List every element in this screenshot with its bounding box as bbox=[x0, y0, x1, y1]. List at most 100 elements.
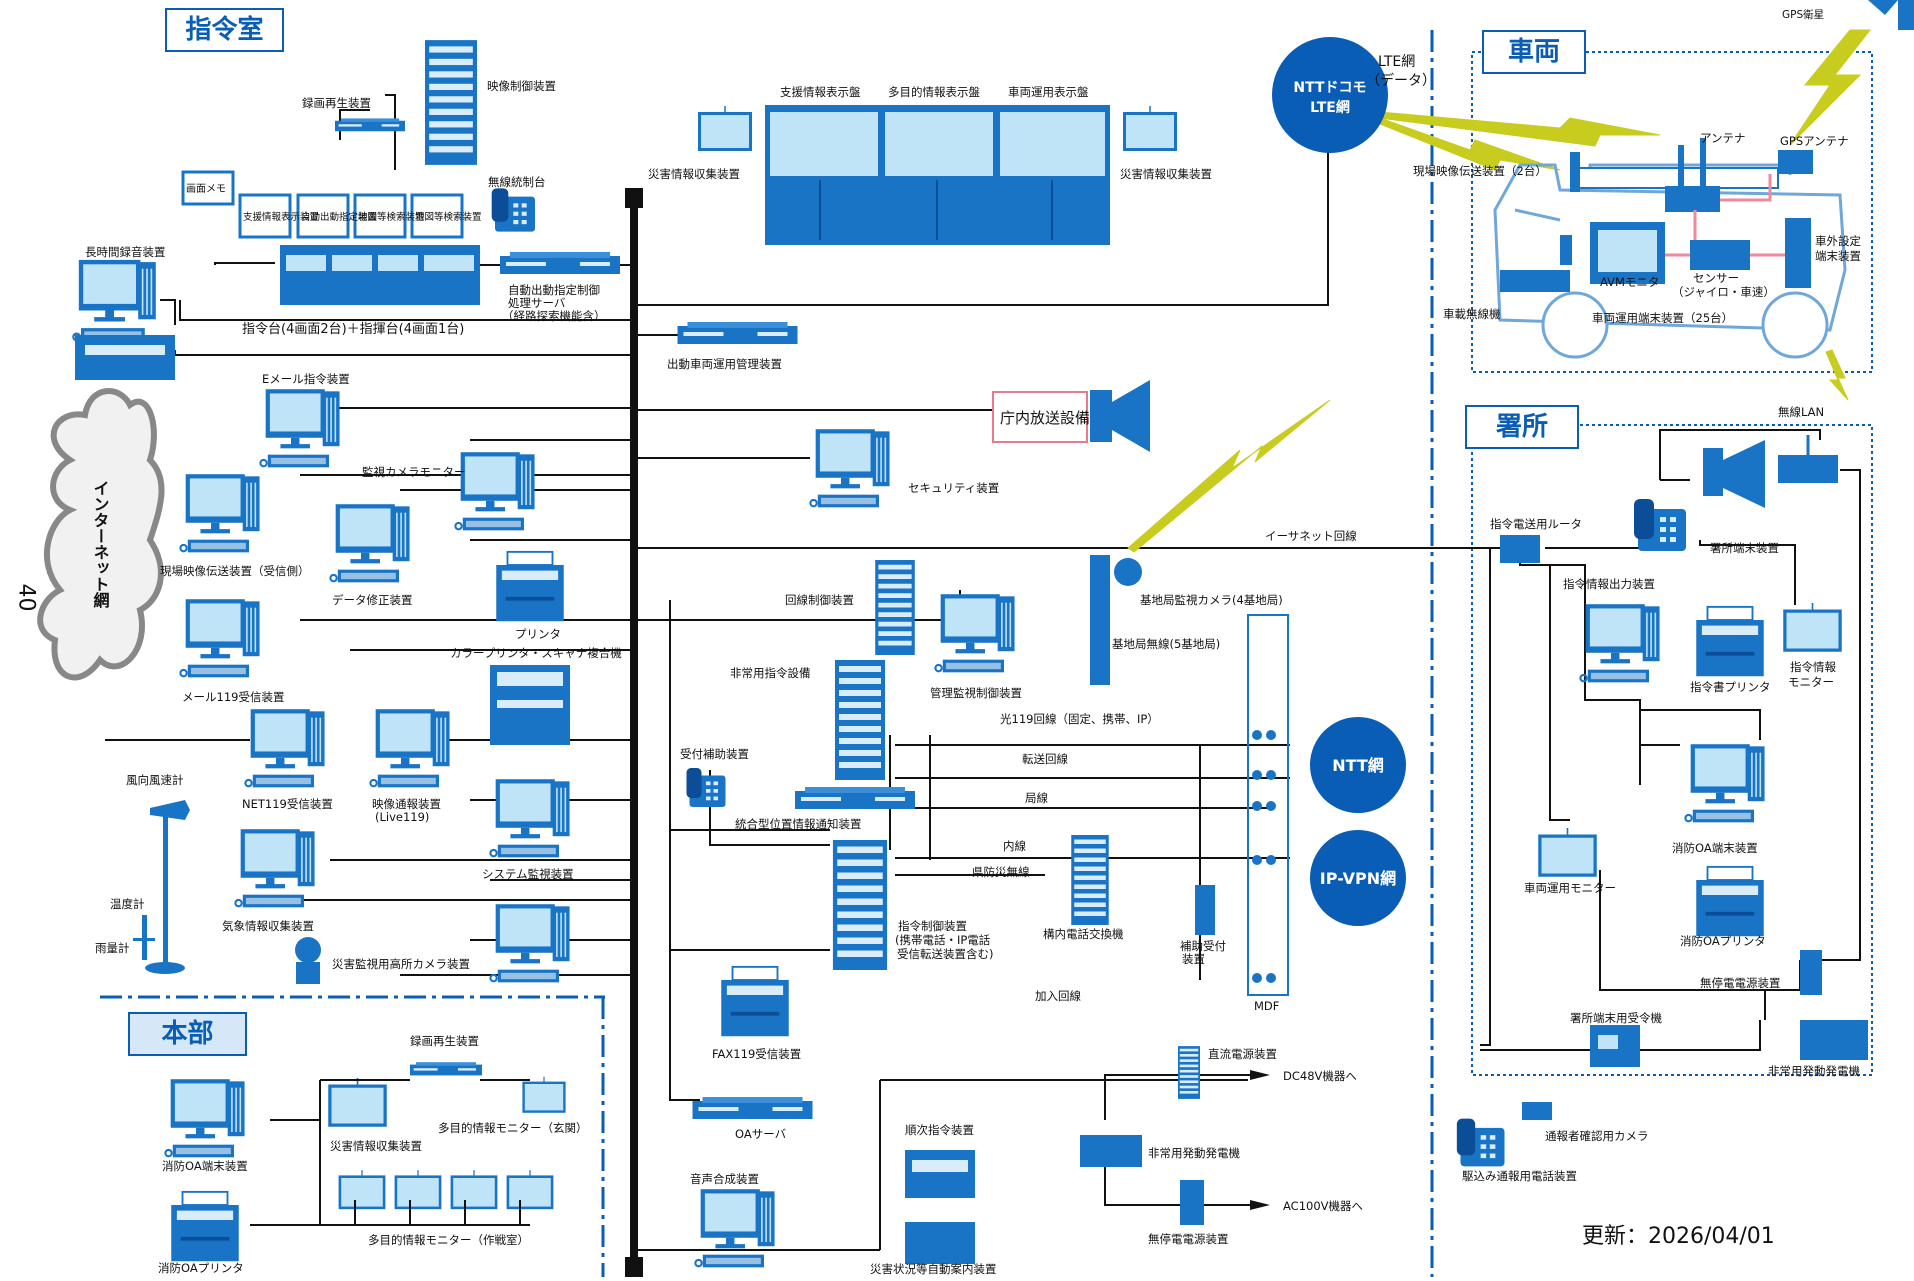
label-lte-data-1: LTE網 bbox=[1378, 54, 1415, 70]
label-aux-reception-2: 装置 bbox=[1182, 952, 1205, 966]
label-mdf: MDF bbox=[1254, 999, 1279, 1013]
label-vehicle-display: 車両運用表示盤 bbox=[1008, 85, 1089, 99]
label-high-camera: 災害監視用高所カメラ装置 bbox=[332, 957, 470, 971]
label-line-119: 光119回線（固定、携帯、IP） bbox=[1000, 712, 1159, 726]
label-line-internal: 内線 bbox=[1003, 839, 1026, 853]
label-temp: 温度計 bbox=[110, 897, 145, 911]
label-rain: 雨量計 bbox=[95, 941, 130, 955]
label-field-video-tx: 現場映像伝送装置（2台） bbox=[1413, 164, 1547, 178]
label-ext-setting-2: 端末装置 bbox=[1815, 249, 1861, 263]
label-subscriber: 加入回線 bbox=[1035, 989, 1081, 1003]
label-car-radio: 車載無線機 bbox=[1443, 307, 1501, 321]
label-hq-rec-play: 録画再生装置 bbox=[410, 1034, 479, 1048]
page-number: 40 bbox=[13, 583, 39, 612]
label-term-2: 自動出動指定装置 bbox=[301, 211, 377, 223]
label-wireless-lan: 無線LAN bbox=[1778, 405, 1824, 419]
label-base-radio: 基地局無線(5基地局) bbox=[1112, 637, 1220, 651]
label-mfp: カラープリンタ・スキャナ複合機 bbox=[450, 646, 622, 660]
label-emergency-gen-c: 非常用発動発電機 bbox=[1148, 1146, 1240, 1160]
label-line-local: 局線 bbox=[1025, 791, 1048, 805]
label-mail119: メール119受信装置 bbox=[182, 690, 284, 704]
section-station: 署所 bbox=[1465, 405, 1579, 449]
label-video-report-1: 映像通報装置 bbox=[372, 797, 441, 811]
label-cmd-info-monitor-1: 指令情報 bbox=[1790, 660, 1836, 674]
label-line-control: 回線制御装置 bbox=[785, 593, 854, 607]
label-auto-server-3: （経路探索機能含） bbox=[502, 309, 606, 323]
label-term-3: 地図等検索装置 bbox=[358, 211, 425, 223]
label-location-notify: 統合型位置情報通知装置 bbox=[735, 817, 862, 831]
label-cmd-info-monitor-2: モニター bbox=[1788, 675, 1834, 689]
label-vehicle-term: 車両運用端末装置（25台） bbox=[1592, 311, 1733, 325]
label-cmd-control-3: 受信転送装置含む) bbox=[897, 947, 994, 961]
label-printer: プリンタ bbox=[515, 627, 561, 641]
label-pbx: 構内電話交換機 bbox=[1043, 927, 1124, 941]
label-hq-multi-entrance: 多目的情報モニター（玄関） bbox=[438, 1121, 588, 1135]
label-dc-power: 直流電源装置 bbox=[1208, 1047, 1277, 1061]
cloud-ipvpn: IP-VPN網 bbox=[1320, 869, 1396, 888]
label-system-monitor: システム監視装置 bbox=[482, 867, 574, 881]
section-command-room: 指令室 bbox=[165, 8, 284, 52]
label-video-control: 映像制御装置 bbox=[487, 79, 556, 93]
label-emergency-cmd: 非常用指令設備 bbox=[730, 666, 811, 680]
label-cmd-output: 指令情報出力装置 bbox=[1563, 577, 1655, 591]
label-auto-guide: 災害状況等自動案内装置 bbox=[870, 1262, 997, 1276]
label-support-display: 支援情報表示盤 bbox=[780, 85, 861, 99]
label-station-term: 署所端末装置 bbox=[1710, 541, 1779, 555]
cloud-ntt: NTT網 bbox=[1332, 756, 1384, 775]
label-fax119: FAX119受信装置 bbox=[712, 1047, 801, 1061]
label-field-video-rx: 現場映像伝送装置（受信側） bbox=[160, 564, 310, 578]
label-camera-monitor: 監視カメラモニター bbox=[362, 465, 466, 479]
label-broadcast: 庁内放送設備 bbox=[1000, 409, 1090, 427]
label-st-receiver: 署所端末用受令機 bbox=[1570, 1011, 1662, 1025]
label-ac100: AC100V機器へ bbox=[1283, 1199, 1363, 1213]
label-lte-data-2: （データ） bbox=[1366, 72, 1436, 89]
label-memo: 画面メモ bbox=[186, 184, 226, 195]
label-ethernet: イーサネット回線 bbox=[1265, 529, 1357, 543]
label-line-transfer: 転送回線 bbox=[1022, 752, 1068, 766]
internet-cloud bbox=[37, 388, 165, 681]
label-antenna: アンテナ bbox=[1700, 131, 1746, 145]
label-term-4: 地図等検索装置 bbox=[415, 211, 482, 223]
label-long-rec: 長時間録音装置 bbox=[85, 245, 166, 259]
label-gps-sat: GPS衛星 bbox=[1782, 8, 1824, 21]
label-disaster-collect-l: 災害情報収集装置 bbox=[648, 167, 740, 181]
label-st-gen: 非常用発動発電機 bbox=[1768, 1064, 1860, 1078]
label-auto-server-2: 処理サーバ bbox=[508, 296, 566, 310]
label-data-fix: データ修正装置 bbox=[332, 593, 413, 607]
label-rush-phone: 駆込み通報用電話装置 bbox=[1462, 1169, 1577, 1183]
label-auto-server-1: 自動出動指定制御 bbox=[508, 283, 600, 297]
label-dispatch-mgmt: 出動車両運用管理装置 bbox=[667, 357, 782, 371]
section-vehicle: 車両 bbox=[1482, 30, 1586, 74]
label-net119: NET119受信装置 bbox=[242, 797, 333, 811]
label-mgmt-monitor: 管理監視制御装置 bbox=[930, 686, 1022, 700]
label-seq-cmd: 順次指令装置 bbox=[905, 1123, 974, 1137]
label-reception-aid: 受付補助装置 bbox=[680, 747, 749, 761]
label-caller-camera: 通報者確認用カメラ bbox=[1545, 1129, 1649, 1143]
label-sensor-2: （ジャイロ・車速） bbox=[1672, 285, 1775, 299]
label-base-camera: 基地局監視カメラ(4基地局) bbox=[1140, 593, 1283, 607]
label-aux-reception-1: 補助受付 bbox=[1180, 939, 1226, 953]
display-wall bbox=[765, 105, 1110, 245]
label-dc48: DC48V機器へ bbox=[1283, 1069, 1357, 1083]
label-avm: AVMモニタ bbox=[1600, 275, 1659, 289]
label-voice-synth: 音声合成装置 bbox=[690, 1172, 759, 1186]
label-multi-display: 多目的情報表示盤 bbox=[888, 85, 980, 99]
label-weather-collect: 気象情報収集装置 bbox=[222, 919, 314, 933]
label-ups-c: 無停電電源装置 bbox=[1148, 1232, 1229, 1246]
label-hq-oa-term: 消防OA端末装置 bbox=[162, 1159, 248, 1173]
label-ext-setting-1: 車外設定 bbox=[1815, 234, 1861, 248]
label-video-report-2: (Live119) bbox=[375, 810, 429, 824]
label-vehicle-monitor: 車両運用モニター bbox=[1524, 881, 1616, 895]
label-term-1: 支援情報表示装置 bbox=[243, 211, 319, 223]
section-headquarters: 本部 bbox=[128, 1012, 247, 1056]
label-cmd-control-1: 指令制御装置 bbox=[898, 919, 967, 933]
label-wind: 風向風速計 bbox=[126, 773, 184, 787]
label-st-ups: 無停電電源装置 bbox=[1700, 976, 1781, 990]
cloud-internet: インターネット網 bbox=[91, 480, 110, 609]
label-gps-antenna: GPSアンテナ bbox=[1780, 134, 1849, 148]
label-cmd-control-2: (携帯電話・IP電話 bbox=[895, 933, 991, 947]
label-line-pref: 県防災無線 bbox=[972, 865, 1030, 879]
label-hq-multi-ops: 多目的情報モニター（作戦室） bbox=[368, 1233, 529, 1247]
label-rec-play: 録画再生装置 bbox=[302, 96, 371, 110]
